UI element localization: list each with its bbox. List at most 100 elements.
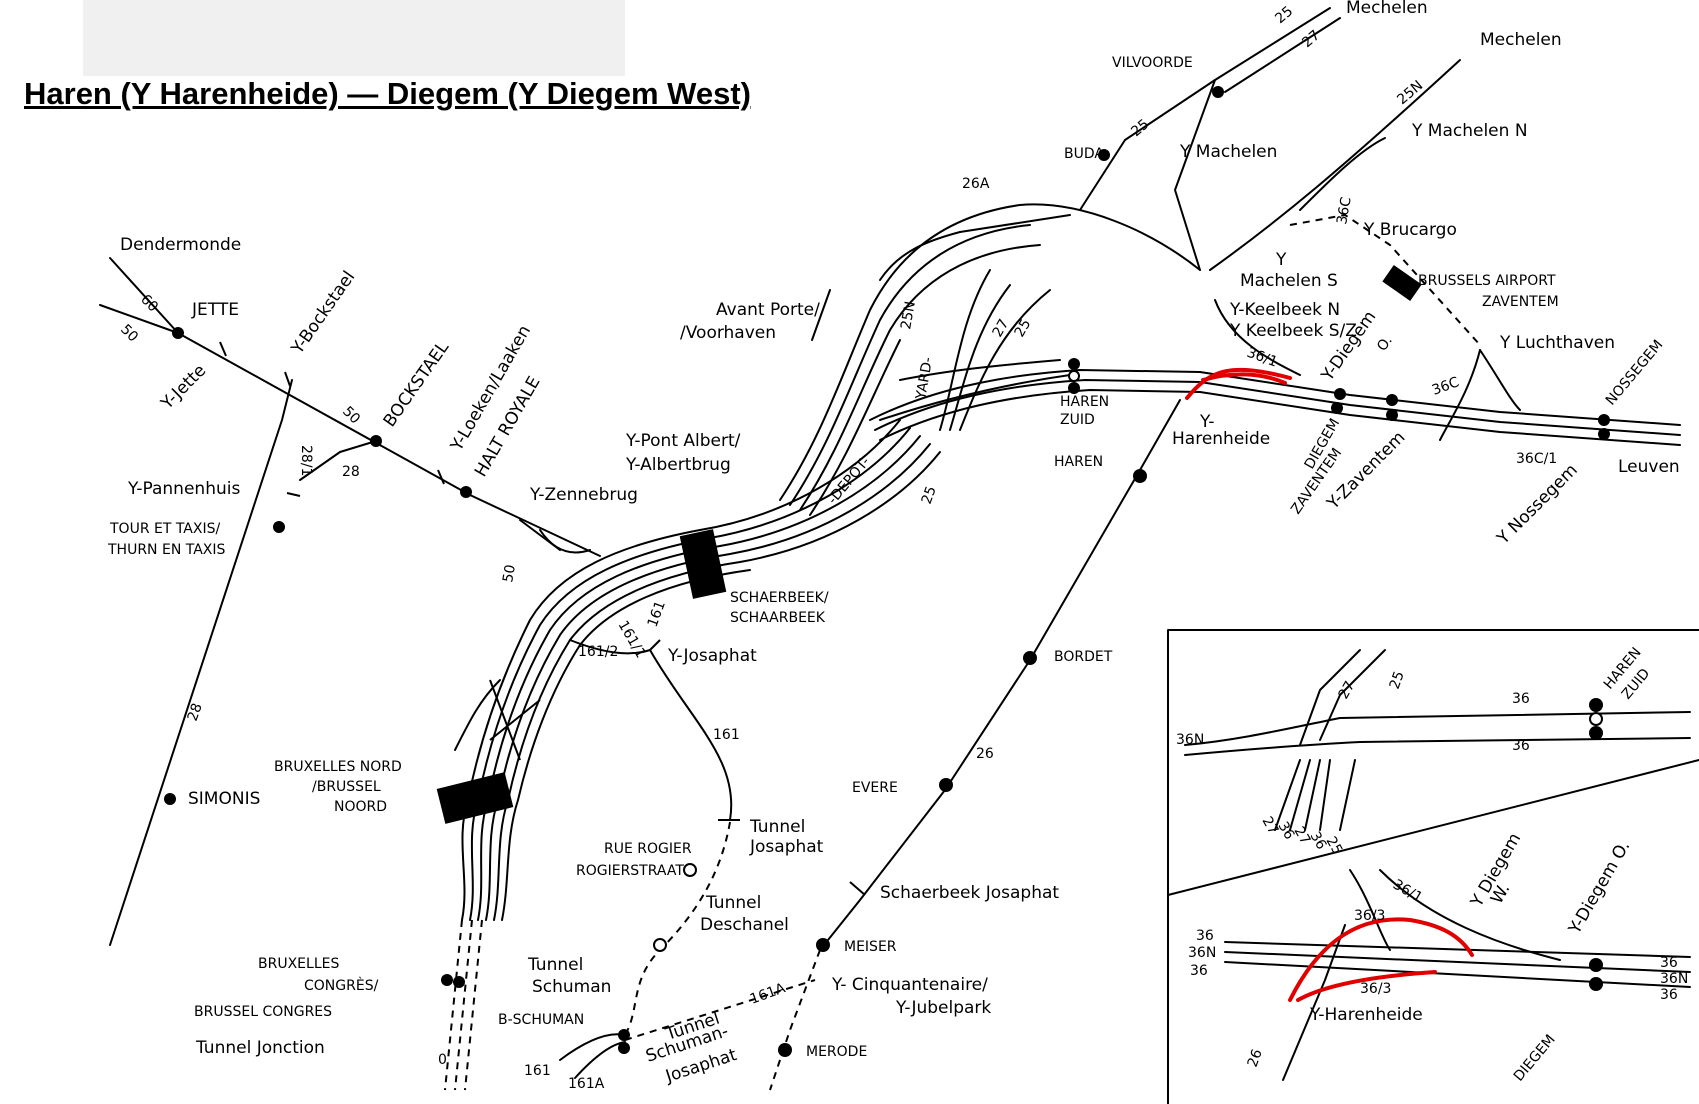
line-number-36c: 36C: [1430, 374, 1462, 399]
central-bundle: [444, 419, 941, 1091]
label-y-harenheide-2: Harenheide: [1172, 429, 1270, 449]
label-merode: MERODE: [806, 1044, 867, 1060]
inset-number-36-3b: 36/3: [1360, 981, 1391, 997]
label-y-jette: Y-Jette: [157, 361, 211, 415]
label-meiser: MEISER: [844, 939, 897, 955]
line-number-25b: 25: [1272, 3, 1296, 27]
line-number-161c: 161: [645, 599, 669, 630]
inset-label-diegem: DIEGEM: [1511, 1032, 1559, 1085]
line-number-25n: 25N: [1394, 78, 1426, 108]
inset-number-b27b: 27: [1291, 824, 1314, 847]
label-bxl-congres-3: BRUSSEL CONGRES: [194, 1004, 332, 1020]
label-yard: YARD-: [913, 356, 936, 402]
inset-number-36-3a: 36/3: [1354, 908, 1385, 924]
line-number-27b: 27: [990, 317, 1013, 340]
north-lines: [1079, 7, 1521, 441]
label-avant-porte-2: /Voorhaven: [680, 323, 776, 343]
label-y-brucargo: Y Brucargo: [1363, 220, 1457, 240]
inset-number-right-36b: 36: [1660, 987, 1678, 1003]
label-bxl-congres-2: CONGRÈS/: [304, 977, 379, 994]
line-number-28b: 28: [185, 701, 206, 723]
line-number-161b: 161: [524, 1063, 551, 1079]
west-lines: [99, 257, 601, 946]
congres-stations: [441, 974, 465, 988]
label-y-pont-albert-2: Y-Albertbrug: [625, 455, 731, 475]
inset-number-36a: 36: [1512, 691, 1530, 707]
label-simonis: SIMONIS: [188, 789, 260, 809]
inset-number-36b: 36: [1512, 738, 1530, 754]
highlight-route-main: [1185, 367, 1292, 400]
inset-number-25: 25: [1387, 669, 1408, 691]
inset-number-b36: 36: [1275, 819, 1298, 843]
label-buda: BUDA: [1064, 146, 1104, 162]
label-tour-taxis-2: THURN EN TAXIS: [107, 542, 226, 558]
label-leuven: Leuven: [1618, 457, 1680, 477]
label-y-pannenhuis: Y-Pannenhuis: [127, 479, 240, 499]
inset-labels: HAREN ZUID 36 36 36N 27 25 27 36 27 36 2…: [1176, 645, 1688, 1085]
line-36: [869, 358, 1681, 446]
label-bxl-nord-3: NOORD: [334, 799, 387, 815]
inset-top: [1184, 649, 1691, 831]
highlight-route-main-2: [1201, 372, 1287, 385]
line-number-161-2: 161/2: [578, 644, 618, 660]
line-number-36-1: 36/1: [1245, 345, 1280, 371]
label-bxl-nord-1: BRUXELLES NORD: [274, 759, 402, 775]
label-schaerbeek-2: SCHAARBEEK: [730, 610, 826, 626]
blank-header-area: [83, 0, 625, 76]
label-b-schuman: B-SCHUMAN: [498, 1012, 584, 1028]
line-number-36c-1: 36C/1: [1516, 451, 1557, 467]
inset-number-left-36b: 36: [1190, 963, 1208, 979]
inset-label-y-diegem-o: Y-Diegem O.: [1565, 837, 1635, 938]
inset-number-b36b: 36: [1307, 829, 1330, 853]
label-tunnel-josaphat-2: Josaphat: [749, 837, 824, 857]
inset-highlight-2: [1296, 970, 1437, 1002]
inset-number-right-36: 36: [1660, 955, 1678, 971]
line-26: [769, 399, 1181, 1091]
label-rogierstraat: ROGIERSTRAAT: [576, 863, 684, 879]
label-haren-zuid-2: ZUID: [1060, 412, 1095, 428]
label-y-nossegem: Y Nossegem: [1493, 460, 1582, 549]
label-y-machelen: Y Machelen: [1179, 142, 1277, 162]
bruxelles-nord-station: [436, 772, 514, 824]
label-y-keelbeek-s: Y Keelbeek S/Z: [1229, 321, 1357, 341]
schaerbeek-station: [679, 529, 727, 599]
label-bxl-nord-2: /BRUSSEL: [312, 779, 381, 795]
line-number-36c2: 36C: [1334, 196, 1355, 226]
inset-highlight-1: [1288, 917, 1474, 1002]
label-tour-taxis-1: TOUR ET TAXIS/: [109, 521, 220, 537]
label-tunnel-schuman-2: Schuman: [532, 977, 611, 997]
inset-number-right-36n: 36N: [1660, 971, 1688, 987]
label-y-machelen-s-1: Y: [1275, 250, 1287, 270]
inset-label-y-harenheide: Y-Harenheide: [1309, 1005, 1423, 1025]
inset-number-left-36n: 36N: [1188, 945, 1216, 961]
line-number-28-1: 28/1: [298, 445, 314, 476]
label-y-diegem-o: O.: [1374, 333, 1396, 354]
label-y-luchthaven: Y Luchthaven: [1499, 333, 1615, 353]
line-number-161a: 161A: [568, 1076, 605, 1092]
label-tunnel-josaphat-1: Tunnel: [749, 817, 805, 837]
label-vilvoorde: VILVOORDE: [1112, 55, 1193, 71]
west-stations: [164, 327, 472, 805]
label-y-cinquantenaire-2: Y-Jubelpark: [895, 998, 991, 1018]
line-number-25c: 25: [1012, 317, 1035, 340]
label-dendermonde: Dendermonde: [120, 235, 241, 255]
line-number-28a: 28: [342, 464, 360, 480]
label-y-harenheide-1: Y-: [1199, 412, 1215, 432]
line-number-25n2: 25N: [898, 300, 919, 331]
line-number-161-1: 161/1: [615, 618, 649, 661]
label-y-zennebrug: Y-Zennebrug: [529, 485, 638, 505]
yard-fan: [779, 203, 1201, 516]
label-y-cinquantenaire-1: Y- Cinquantenaire/: [831, 975, 988, 995]
inset-number-26: 26: [1245, 1047, 1266, 1069]
line-161: [559, 639, 816, 1079]
line-number-161a2: 161A: [748, 980, 788, 1008]
label-schaerbeek-josaphat: Schaerbeek Josaphat: [880, 883, 1059, 903]
label-airport-2: ZAVENTEM: [1482, 294, 1559, 310]
label-evere: EVERE: [852, 780, 898, 796]
label-mechelen-1: Mechelen: [1346, 0, 1428, 18]
inset-number-36n: 36N: [1176, 732, 1204, 748]
label-bxl-congres-1: BRUXELLES: [258, 956, 339, 972]
label-haren-zuid-1: HAREN: [1060, 394, 1109, 410]
label-y-machelen-s-2: Machelen S: [1240, 271, 1338, 291]
inset-number-b27: 27: [1259, 814, 1282, 837]
